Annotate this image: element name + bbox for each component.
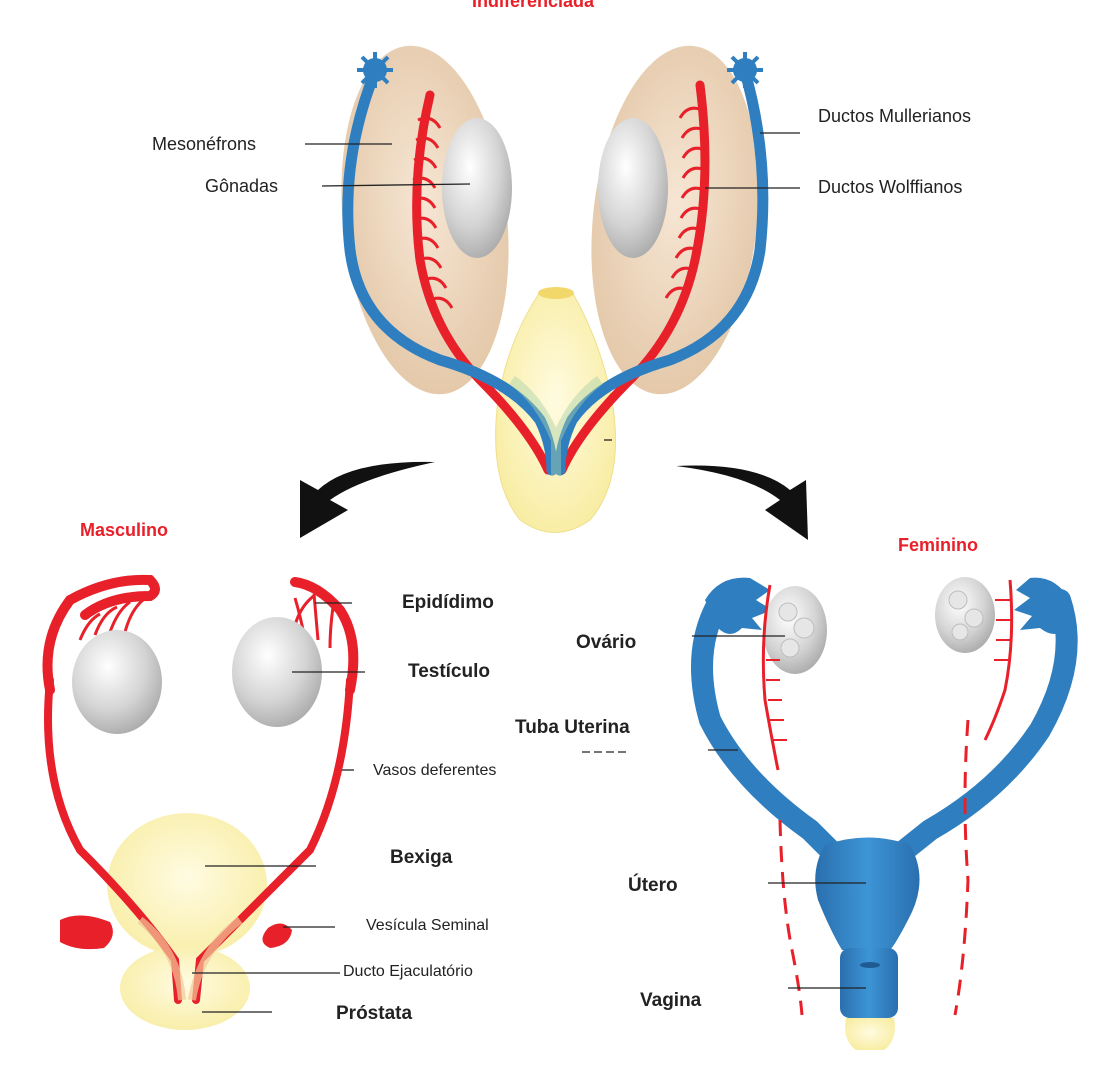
male-stage bbox=[42, 574, 365, 1030]
label-utero: Útero bbox=[628, 875, 678, 896]
label-ductos-mullerianos: Ductos Mullerianos bbox=[818, 106, 972, 126]
title-male: Masculino bbox=[80, 520, 169, 540]
label-ductos-wolffianos: Ductos Wolffianos bbox=[818, 177, 963, 197]
female-stage bbox=[582, 577, 1078, 1050]
left-dashed-remnant bbox=[778, 819, 804, 1016]
right-testis bbox=[232, 617, 322, 727]
arrows bbox=[300, 461, 808, 540]
fimbria-spikes bbox=[357, 52, 763, 88]
vagina bbox=[840, 948, 898, 1018]
label-ducto-ejaculatorio: Ducto Ejaculatório bbox=[343, 963, 473, 980]
left-remnant-tubules bbox=[766, 659, 787, 741]
cervix-os bbox=[860, 962, 880, 968]
ovary-follicles bbox=[778, 590, 984, 658]
male-leader-lines bbox=[192, 602, 365, 1013]
label-ovario: Ovário bbox=[576, 632, 637, 653]
right-gonad bbox=[598, 118, 668, 258]
indifferent-stage bbox=[305, 45, 800, 533]
left-mesonephric-tubules bbox=[412, 116, 454, 309]
bladder bbox=[107, 813, 267, 957]
left-epididymis bbox=[42, 574, 160, 695]
right-wolffian-remnant bbox=[983, 579, 1014, 741]
top-leader-lines bbox=[305, 132, 800, 441]
left-seminal-vesicle bbox=[60, 915, 113, 950]
title-indifferent: Indiferenciada bbox=[472, 0, 595, 11]
label-tuba-uterina: Tuba Uterina bbox=[515, 717, 630, 738]
label-prostata: Próstata bbox=[336, 1003, 413, 1024]
uterus bbox=[815, 837, 920, 950]
right-seminal-vesicle bbox=[262, 923, 292, 948]
right-dashed-remnant bbox=[953, 719, 970, 1016]
title-female: Feminino bbox=[898, 535, 978, 555]
arrow-to-female bbox=[676, 465, 808, 540]
label-testiculo: Testículo bbox=[408, 661, 490, 682]
right-tube-fimbriae bbox=[1014, 577, 1070, 634]
sinus-opening bbox=[538, 287, 574, 299]
left-wolffian-remnant bbox=[761, 584, 780, 771]
label-vesicula-seminal: Vesícula Seminal bbox=[366, 917, 489, 934]
right-wolffian-duct bbox=[557, 80, 710, 475]
female-leader-lines bbox=[582, 635, 866, 989]
left-mullerian-duct bbox=[342, 66, 558, 476]
vaginal-end bbox=[845, 1018, 895, 1050]
left-testis bbox=[72, 630, 162, 734]
label-epididimo: Epidídimo bbox=[402, 592, 494, 613]
right-epididymis bbox=[290, 577, 359, 695]
efferent-ductules bbox=[78, 593, 336, 649]
left-wolffian-duct bbox=[412, 90, 553, 475]
label-gonadas: Gônadas bbox=[205, 176, 279, 196]
right-mesonephric-tubules bbox=[664, 106, 706, 299]
label-bexiga: Bexiga bbox=[390, 847, 453, 868]
left-tube-fimbriae bbox=[705, 577, 772, 634]
right-uterine-tube bbox=[894, 589, 1078, 861]
prostate bbox=[120, 946, 250, 1030]
arrow-to-male bbox=[300, 461, 435, 538]
label-vagina: Vagina bbox=[640, 990, 702, 1011]
right-remnant-tubules bbox=[994, 599, 1012, 661]
left-gonad bbox=[442, 118, 512, 258]
label-vasos-deferentes: Vasos deferentes bbox=[373, 762, 497, 779]
label-mesonefrons: Mesonéfrons bbox=[152, 134, 257, 154]
right-mullerian-duct bbox=[554, 66, 769, 476]
